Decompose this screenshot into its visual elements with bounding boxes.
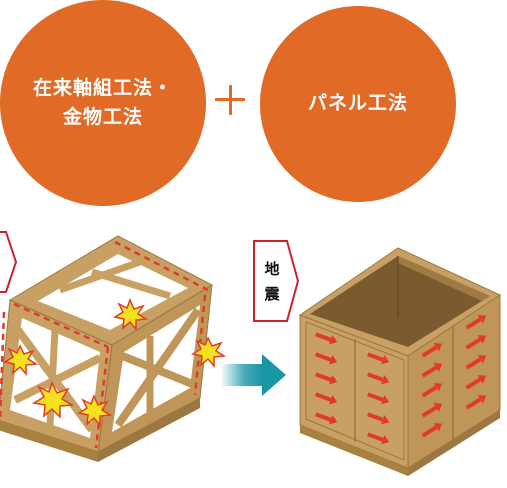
plus-icon — [207, 77, 253, 123]
method-panel-label: パネル工法 — [307, 92, 408, 115]
earthquake-chevron-icon — [253, 240, 300, 322]
panel-box-structure — [298, 247, 502, 476]
method-circle-panel: パネル工法 — [260, 6, 456, 202]
earthquake-char-2: 震 — [264, 285, 280, 303]
stress-burst-icon — [3, 298, 227, 428]
method-frame-line2: 金物工法 — [62, 106, 143, 128]
transition-arrow-icon — [222, 354, 286, 396]
earthquake-label: 地 震 — [257, 243, 287, 321]
force-arrow-icon — [314, 315, 487, 445]
method-circle-frame: 在来軸組工法・ 金物工法 — [0, 0, 206, 206]
method-frame-line1: 在来軸組工法・ — [32, 76, 173, 99]
earthquake-chevron-icon-left — [0, 231, 18, 293]
earthquake-char-1: 地 — [264, 259, 280, 278]
timber-frame-structure — [0, 235, 227, 462]
